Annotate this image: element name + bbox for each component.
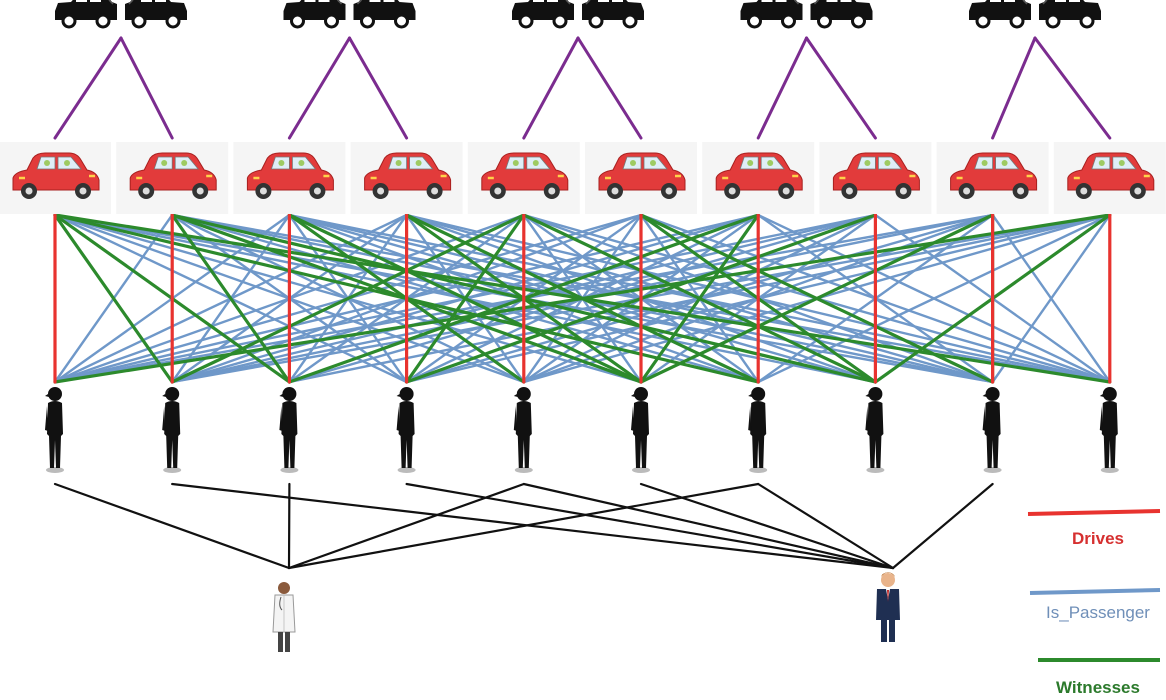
person-silhouette-icon bbox=[1099, 387, 1119, 473]
person-expert-edge bbox=[891, 482, 994, 570]
edges-layer bbox=[53, 36, 1112, 570]
red-car-icon bbox=[232, 140, 347, 216]
red-car-icon bbox=[349, 140, 464, 216]
legend: Drives Is_Passenger Witnesses bbox=[1027, 509, 1161, 697]
accident-link-edge bbox=[1033, 36, 1112, 140]
person-expert-edge bbox=[171, 482, 895, 570]
person-expert-edge bbox=[53, 482, 291, 570]
person-silhouette-icon bbox=[982, 387, 1002, 473]
accident-link-edge bbox=[287, 36, 351, 140]
legend-passenger-label: Is_Passenger bbox=[1046, 603, 1150, 622]
accident-link-edge bbox=[805, 36, 877, 140]
legend-drives-label: Drives bbox=[1072, 529, 1124, 548]
person-silhouette-icon bbox=[45, 387, 64, 473]
red-car-icon bbox=[1052, 140, 1166, 216]
person-expert-edge bbox=[287, 482, 525, 570]
red-car-icon bbox=[700, 140, 816, 216]
accident-link-edge bbox=[53, 36, 123, 140]
person-expert-edge bbox=[287, 482, 760, 570]
person-silhouette-icon bbox=[396, 387, 416, 473]
accident-link-edge bbox=[522, 36, 580, 140]
accident-link-edge bbox=[991, 36, 1037, 140]
is-passenger-edge bbox=[991, 213, 1112, 384]
person-expert-edge bbox=[757, 482, 895, 570]
crashing-cars-icon bbox=[510, 0, 646, 29]
accident-link-edge bbox=[576, 36, 643, 140]
person-silhouette-icon bbox=[162, 387, 182, 473]
person-silhouette-icon bbox=[748, 387, 768, 473]
businessman-icon bbox=[876, 572, 900, 642]
person-silhouette-icon bbox=[279, 387, 299, 473]
person-silhouette-icon bbox=[513, 387, 533, 473]
red-car-icon bbox=[114, 140, 230, 216]
person-expert-edge bbox=[639, 482, 895, 570]
accident-link-edge bbox=[756, 36, 808, 140]
crashing-cars-icon bbox=[53, 0, 189, 29]
crashing-cars-icon bbox=[967, 0, 1103, 29]
witnesses-edge bbox=[53, 213, 1112, 384]
accident-link-edge bbox=[119, 36, 174, 140]
person-expert-edge bbox=[522, 482, 895, 570]
legend-drives-line bbox=[1027, 509, 1161, 516]
person-silhouette-icon bbox=[865, 387, 885, 473]
person-expert-edge bbox=[405, 482, 895, 570]
doctor-icon bbox=[272, 581, 296, 653]
witnesses-edge bbox=[405, 213, 526, 384]
legend-passenger-line bbox=[1029, 588, 1161, 595]
red-car-icon bbox=[0, 140, 113, 216]
accident-link-edge bbox=[348, 36, 409, 140]
crashing-cars-icon bbox=[282, 0, 417, 29]
red-car-icon bbox=[818, 140, 933, 216]
witnesses-edge bbox=[170, 213, 291, 384]
red-car-icon bbox=[466, 140, 582, 216]
red-car-icon bbox=[935, 140, 1050, 216]
witnesses-edge bbox=[639, 213, 760, 384]
red-car-icon bbox=[583, 140, 699, 216]
witnesses-edge bbox=[53, 213, 174, 384]
crashing-cars-icon bbox=[739, 0, 874, 29]
legend-witnesses-label: Witnesses bbox=[1056, 678, 1140, 697]
person-silhouette-icon bbox=[631, 387, 650, 473]
